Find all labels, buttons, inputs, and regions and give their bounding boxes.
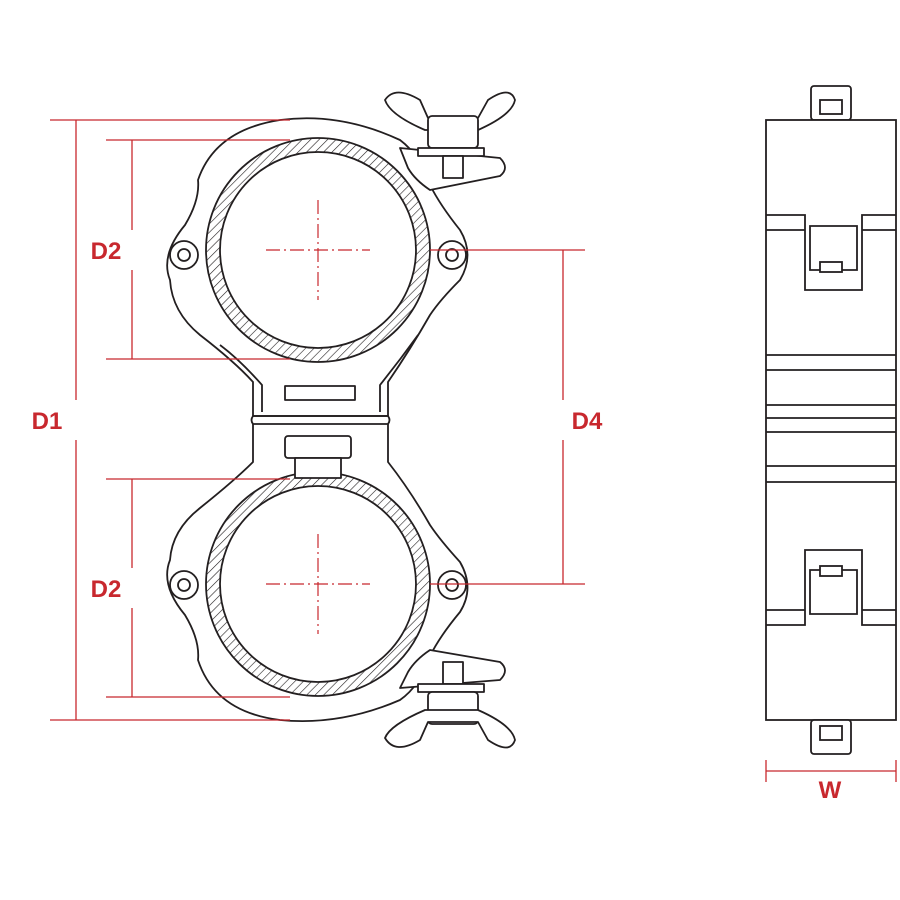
upper-clamp-outline bbox=[166, 117, 469, 417]
lower-stud bbox=[442, 661, 464, 685]
upper-right-hinge-hole bbox=[445, 248, 459, 262]
upper-washer bbox=[417, 147, 485, 157]
upper-stud bbox=[442, 155, 464, 179]
lower-right-hinge-bolt bbox=[437, 570, 467, 600]
front-view bbox=[166, 91, 516, 749]
upper-wing-nut-collar bbox=[427, 115, 479, 149]
dimension-text: D1 D2 D2 D4 W bbox=[32, 238, 842, 804]
lower-washer bbox=[417, 683, 485, 693]
side-upper-pocket-inner bbox=[766, 225, 896, 271]
lower-left-hinge-hole bbox=[177, 578, 191, 592]
d2-upper-label: D2 bbox=[91, 238, 122, 265]
d1-label: D1 bbox=[32, 408, 63, 435]
upper-left-hinge-hole bbox=[177, 248, 191, 262]
side-upper-pocket bbox=[766, 214, 896, 291]
upper-clamp-inner-edge bbox=[219, 334, 419, 412]
center-bolt-shank bbox=[294, 457, 342, 479]
lower-left-hinge-bolt bbox=[169, 570, 199, 600]
side-view bbox=[765, 85, 897, 755]
upper-wing-nut bbox=[384, 91, 516, 131]
upper-clamp bbox=[166, 91, 516, 417]
dimensions bbox=[50, 119, 897, 782]
upper-left-hinge-bolt bbox=[169, 240, 199, 270]
side-lower-pocket bbox=[766, 549, 896, 626]
w-label: W bbox=[819, 777, 842, 804]
center-neck bbox=[250, 415, 391, 425]
side-lower-pocket-inner bbox=[766, 569, 896, 615]
tube-centerlines bbox=[266, 200, 370, 634]
side-top-stud-cap bbox=[819, 99, 843, 115]
lower-clamp bbox=[166, 424, 516, 749]
upper-neck-slot bbox=[284, 385, 356, 401]
lower-wing-nut bbox=[384, 709, 516, 749]
side-lower-bolt bbox=[819, 565, 843, 577]
upper-right-hinge-bolt bbox=[437, 240, 467, 270]
side-upper-bolt bbox=[819, 261, 843, 273]
side-body bbox=[765, 119, 897, 721]
d2-lower-label: D2 bbox=[91, 576, 122, 603]
lower-right-hinge-hole bbox=[445, 578, 459, 592]
center-hex-bolt bbox=[284, 435, 352, 459]
d4-label: D4 bbox=[572, 408, 603, 435]
side-bottom-stud-cap bbox=[819, 725, 843, 741]
lower-clamp-outline bbox=[166, 424, 469, 723]
